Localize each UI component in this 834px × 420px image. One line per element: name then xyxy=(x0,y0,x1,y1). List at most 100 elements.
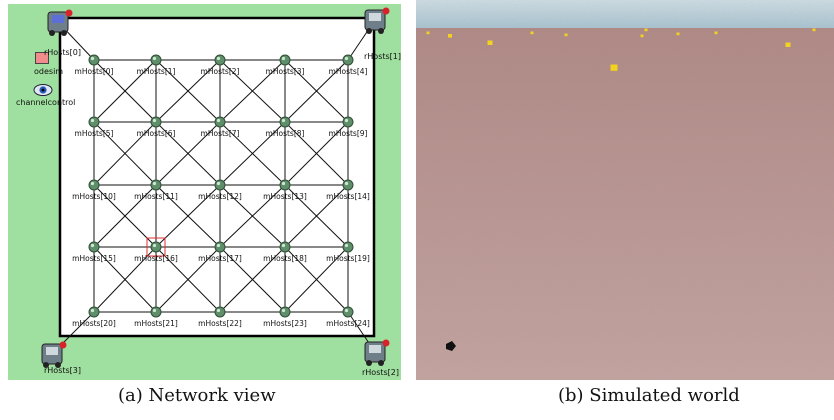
target-marker xyxy=(426,31,430,35)
robot-object xyxy=(446,341,456,351)
router-label: rHosts[1] xyxy=(364,52,401,61)
module-square-icon xyxy=(35,52,49,64)
target-marker xyxy=(530,31,534,35)
target-marker xyxy=(487,40,493,45)
mobile-host-node[interactable] xyxy=(88,116,100,128)
link-diagonal xyxy=(155,184,221,248)
mobile-host-node[interactable] xyxy=(342,306,354,318)
mobile-host-node[interactable] xyxy=(146,237,166,257)
mobile-host-node[interactable] xyxy=(88,54,100,66)
router-label: rHosts[0] xyxy=(44,48,82,57)
link-diagonal xyxy=(219,184,286,248)
mobile-host-label: mHosts[2] xyxy=(200,67,240,76)
mobile-host-node[interactable] xyxy=(214,54,226,66)
router-label: rHosts[3] xyxy=(44,366,82,375)
router-node[interactable] xyxy=(364,339,390,367)
router-wheel xyxy=(378,28,384,34)
router-node[interactable] xyxy=(41,341,67,369)
host-icon xyxy=(150,179,162,191)
mobile-host-node[interactable] xyxy=(214,179,226,191)
link-diagonal xyxy=(93,246,157,313)
mobile-host-node[interactable] xyxy=(150,54,162,66)
router-screen xyxy=(369,345,381,353)
mobile-host-node[interactable] xyxy=(214,306,226,318)
mobile-host-node[interactable] xyxy=(279,116,291,128)
host-icon-highlight xyxy=(344,308,349,313)
mobile-host-node[interactable] xyxy=(279,179,291,191)
host-icon-highlight xyxy=(281,56,286,61)
link-diagonal xyxy=(284,59,349,123)
mobile-host-node[interactable] xyxy=(214,241,226,253)
mobile-host-label: mHosts[18] xyxy=(263,254,307,263)
host-icon-highlight xyxy=(152,243,157,248)
mobile-host-label: mHosts[15] xyxy=(72,254,116,263)
eye-icon xyxy=(33,84,53,96)
mobile-host-label: mHosts[0] xyxy=(74,67,114,76)
router-label: rHosts[2] xyxy=(362,368,400,377)
mobile-host-label: mHosts[20] xyxy=(72,319,116,328)
router-node[interactable] xyxy=(364,7,390,35)
mobile-host-node[interactable] xyxy=(342,54,354,66)
host-icon xyxy=(88,241,100,253)
host-icon xyxy=(150,54,162,66)
mobile-host-label: mHosts[11] xyxy=(134,192,178,201)
mobile-host-label: mHosts[16] xyxy=(134,254,178,263)
sky xyxy=(416,0,834,28)
mobile-host-node[interactable] xyxy=(88,179,100,191)
host-icon xyxy=(88,306,100,318)
mobile-host-label: mHosts[7] xyxy=(200,129,240,138)
mobile-host-label: mHosts[14] xyxy=(326,192,370,201)
host-icon xyxy=(214,116,226,128)
selection-box xyxy=(146,237,166,257)
mobile-host-label: mHosts[10] xyxy=(72,192,116,201)
host-icon-highlight xyxy=(152,181,157,186)
host-icon-highlight xyxy=(90,243,95,248)
mobile-host-node[interactable] xyxy=(279,306,291,318)
mobile-host-label: mHosts[1] xyxy=(136,67,176,76)
target-marker xyxy=(640,34,644,38)
mobile-host-label: mHosts[17] xyxy=(198,254,242,263)
host-icon xyxy=(150,241,162,253)
mobile-host-label: mHosts[21] xyxy=(134,319,178,328)
mobile-host-label: mHosts[24] xyxy=(326,319,370,328)
router-wheel xyxy=(366,360,372,366)
host-icon-highlight xyxy=(152,308,157,313)
router-node[interactable] xyxy=(47,9,73,37)
host-icon-highlight xyxy=(281,181,286,186)
host-icon xyxy=(150,306,162,318)
odesim-module[interactable] xyxy=(35,52,49,64)
mobile-host-node[interactable] xyxy=(279,54,291,66)
host-icon-highlight xyxy=(281,308,286,313)
mobile-host-node[interactable] xyxy=(150,116,162,128)
mobile-host-label: mHosts[9] xyxy=(328,129,368,138)
channelcontrol-module[interactable] xyxy=(33,82,53,96)
mobile-host-node[interactable] xyxy=(279,241,291,253)
target-marker xyxy=(812,28,816,32)
host-icon xyxy=(342,54,354,66)
simulation-arena xyxy=(58,16,376,338)
link-diagonal xyxy=(93,121,157,186)
mobile-host-label: mHosts[6] xyxy=(136,129,176,138)
mobile-host-label: mHosts[13] xyxy=(263,192,307,201)
host-icon xyxy=(342,116,354,128)
mobile-host-node[interactable] xyxy=(88,241,100,253)
mobile-host-node[interactable] xyxy=(88,306,100,318)
host-icon xyxy=(214,306,226,318)
mobile-host-node[interactable] xyxy=(342,241,354,253)
mobile-host-node[interactable] xyxy=(214,116,226,128)
mobile-host-label: mHosts[3] xyxy=(265,67,305,76)
link-diagonal xyxy=(284,184,349,248)
link-diagonal xyxy=(93,184,157,248)
link-diagonal xyxy=(93,59,157,123)
host-icon xyxy=(88,116,100,128)
mobile-host-node[interactable] xyxy=(342,179,354,191)
mobile-host-node[interactable] xyxy=(150,179,162,191)
host-icon xyxy=(279,116,291,128)
host-icon xyxy=(342,306,354,318)
network-nodes xyxy=(41,7,390,369)
mobile-host-node[interactable] xyxy=(342,116,354,128)
link-diagonal xyxy=(219,246,286,313)
caption-simulated-world: (b) Simulated world xyxy=(558,385,740,406)
target-marker xyxy=(448,34,452,38)
mobile-host-node[interactable] xyxy=(150,306,162,318)
